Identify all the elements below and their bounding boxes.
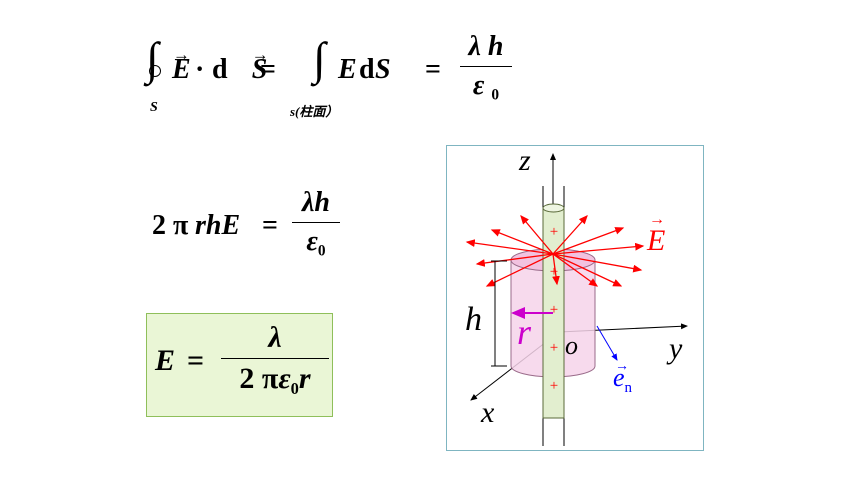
result-numerator: λ <box>268 321 282 354</box>
integrand-E: E <box>338 54 357 85</box>
flux-denominator: ε0 <box>306 226 326 260</box>
z-axis-label: z <box>518 146 531 177</box>
height-dimension <box>491 260 507 367</box>
flux-numerator: λh <box>302 187 330 218</box>
result-fraction: λ 2 πε0r <box>221 320 329 407</box>
surface-integral-sign: ∫ <box>313 33 326 84</box>
differential-d: d <box>212 54 228 85</box>
dot-operator: · <box>195 54 205 85</box>
y-axis-label: y <box>666 332 683 365</box>
surface-integral-subscript: s(柱面） <box>290 104 339 119</box>
normal-vector <box>596 325 618 361</box>
gauss-equation: ∫ S E · d S = ∫ s(柱面） E d S = λ h ε 0 <box>0 0 860 119</box>
flux-equals: = <box>262 210 278 241</box>
origin-label: o <box>565 331 578 360</box>
fraction-bar <box>460 66 512 67</box>
flux-fraction-bar <box>292 222 340 223</box>
differential-d-2: d <box>359 54 375 85</box>
charge-sign-2: + <box>550 264 558 280</box>
area-vector-S: S <box>252 45 268 86</box>
field-label: E <box>646 224 665 257</box>
result-box: E = λ 2 πε0r <box>146 313 333 417</box>
closed-integral-subscript: S <box>150 100 158 115</box>
gauss-fraction: λ h ε 0 <box>460 30 512 112</box>
normal-label: en <box>613 363 633 396</box>
fraction-numerator: λ h <box>468 31 504 62</box>
field-vector-E: E <box>172 45 191 86</box>
flux-lhs-coeff: 2 π <box>152 210 189 241</box>
result-equals: = <box>187 344 205 377</box>
charge-sign-4: + <box>550 340 558 356</box>
flux-fraction: λh ε0 <box>292 186 340 268</box>
equals-sign-2: = <box>425 54 441 85</box>
field-arrow-glyph: → <box>649 211 665 228</box>
fraction-denominator: ε 0 <box>472 70 500 104</box>
wire-top <box>542 203 565 213</box>
radius-label: r <box>517 312 532 352</box>
charge-sign-1: + <box>550 224 558 240</box>
flux-lhs-vars: rhE <box>195 210 241 241</box>
result-lhs: E <box>155 344 176 377</box>
cylinder-diagram: + + + + + h r o → en → E z y x <box>446 145 704 451</box>
field-arrows <box>465 215 645 287</box>
x-axis-label: x <box>480 396 495 429</box>
charge-sign-3: + <box>550 302 558 318</box>
height-label: h <box>465 301 482 338</box>
charge-sign-5: + <box>550 378 558 394</box>
closed-integral-circle <box>149 65 161 77</box>
equals-sign-1: = <box>260 54 276 85</box>
normal-arrow-glyph: → <box>615 359 629 374</box>
result-denominator: 2 πε0r <box>239 362 311 398</box>
result-fraction-bar <box>221 358 329 359</box>
integrand-S: S <box>375 54 391 85</box>
diagram-svg: + + + + + h r o → en → E z y x <box>465 146 688 446</box>
charge-signs: + + + + + <box>550 224 558 394</box>
